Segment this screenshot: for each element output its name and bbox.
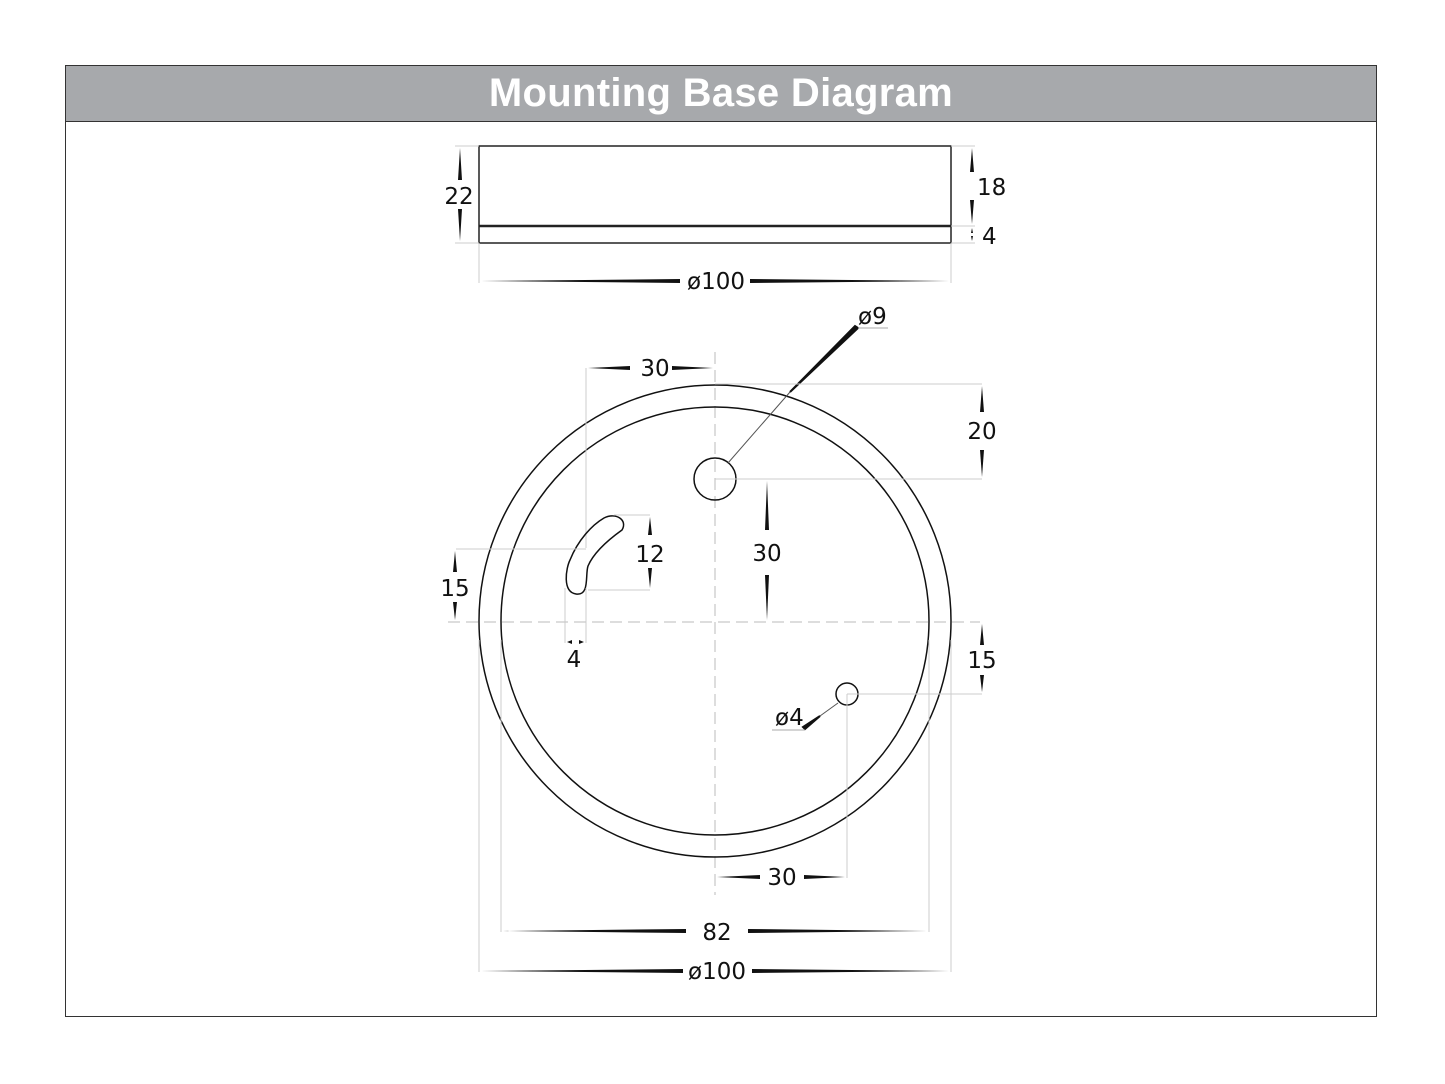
dim-small-hole-horizontal-offset: 30	[767, 865, 796, 891]
dim-center-hole-top-offset: 20	[967, 419, 996, 445]
arc-slot	[565, 515, 625, 595]
dim-lower-height: 4	[982, 224, 997, 250]
dim-slot-vertical-offset: 15	[440, 576, 469, 602]
dim-side-diameter: ø100	[687, 269, 745, 295]
dim-slot-width: 4	[567, 647, 582, 673]
dim-upper-height: 18	[977, 175, 1006, 201]
side-view-body	[478, 145, 952, 244]
page-title: Mounting Base Diagram	[488, 71, 954, 115]
top-view: ø9 20 30 30 12 15 4	[440, 304, 996, 985]
inner-circle	[500, 406, 930, 836]
dim-center-hole-center-offset: 30	[752, 541, 781, 567]
outer-circle	[478, 384, 952, 858]
header-bar: Mounting Base Diagram	[66, 66, 1376, 122]
dim-small-hole-vertical-offset: 15	[967, 648, 996, 674]
dim-outer-diameter: ø100	[688, 959, 746, 985]
dim-center-hole-diameter: ø9	[858, 304, 887, 330]
dim-small-hole-diameter: ø4	[775, 705, 804, 731]
diagram-frame: Mounting Base Diagram	[65, 65, 1377, 1017]
dim-total-height: 22	[444, 184, 473, 210]
dim-slot-horizontal-offset: 30	[640, 356, 669, 382]
dim-inner-diameter: 82	[702, 920, 731, 946]
dim-slot-height: 12	[635, 542, 664, 568]
side-view: 22 18 4 ø100	[444, 145, 1006, 295]
